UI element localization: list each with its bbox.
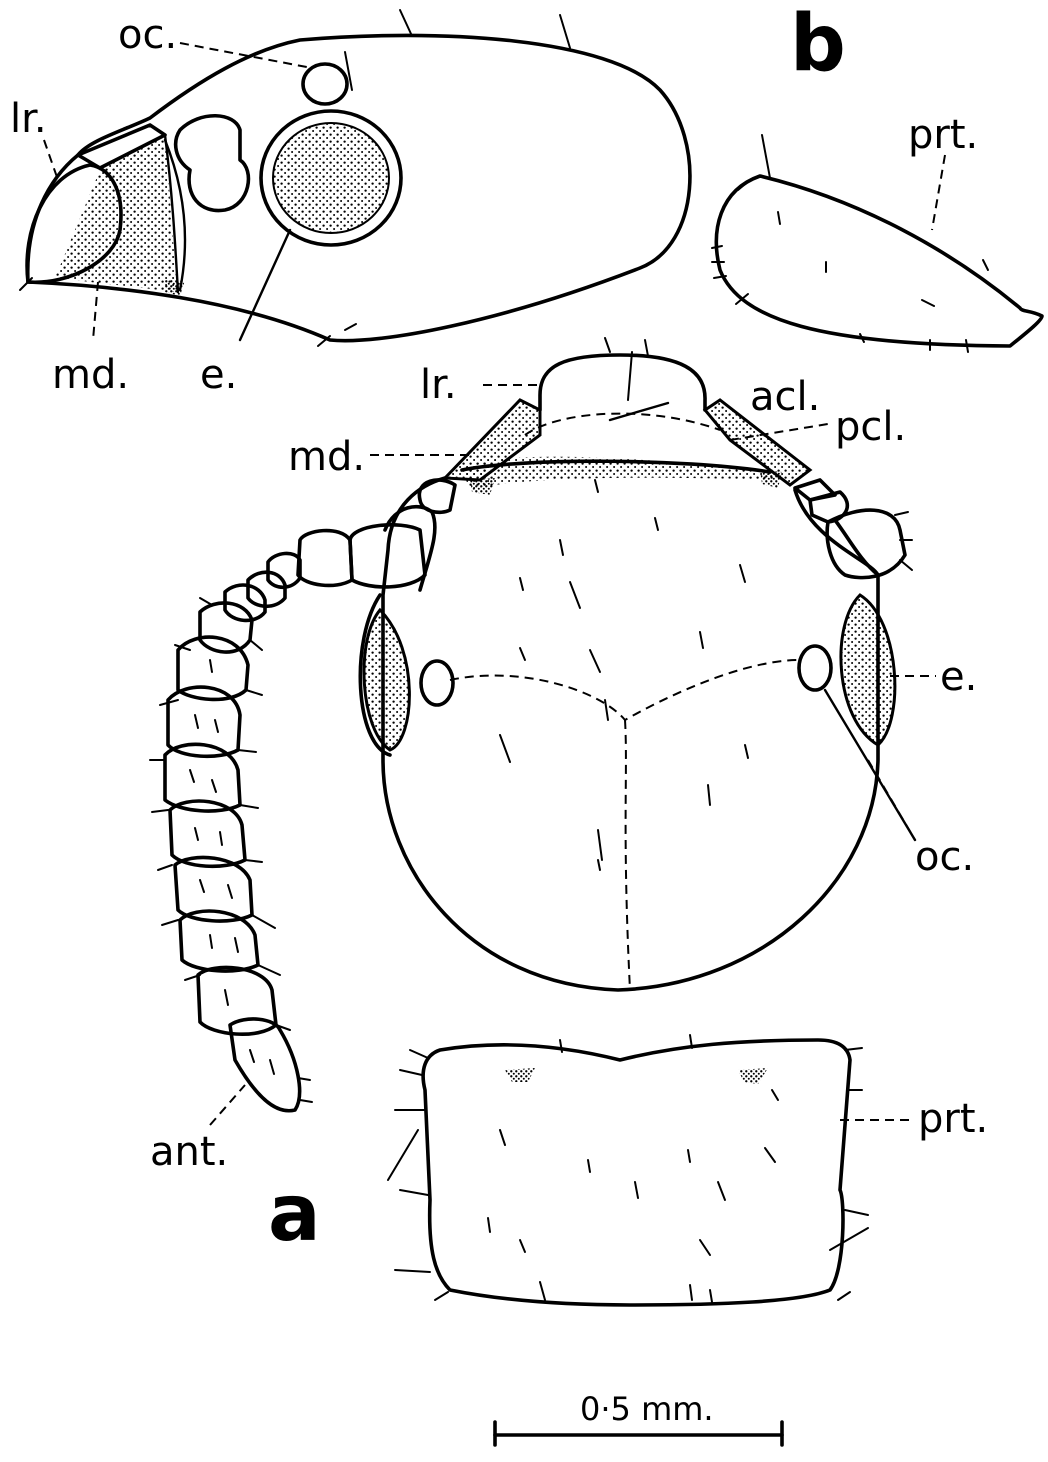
eye-right-dorsal — [841, 595, 895, 745]
panel-a-letter: a — [268, 1169, 321, 1259]
label-b-e: e. — [200, 352, 237, 398]
label-b-oc: oc. — [118, 12, 177, 58]
panel-b-letter: b — [790, 0, 846, 89]
antennal-socket-lateral — [176, 116, 249, 211]
scale-bar: 0·5 mm. — [495, 1390, 782, 1445]
label-b-prt: prt. — [908, 112, 978, 158]
ocellus-left-dorsal — [421, 661, 453, 705]
scale-bar-label: 0·5 mm. — [580, 1390, 714, 1428]
label-b-md: md. — [52, 352, 129, 398]
label-a-prt: prt. — [918, 1096, 988, 1142]
label-a-acl: acl. — [750, 374, 820, 420]
head-capsule-dorsal — [383, 478, 878, 990]
label-a-e: e. — [940, 654, 977, 700]
label-a-md: md. — [288, 434, 365, 480]
panel-b-pronotum-lateral — [712, 135, 1042, 352]
label-a-pcl: pcl. — [835, 404, 906, 450]
ocellus-right-dorsal — [799, 646, 831, 690]
panel-b-head-lateral — [20, 10, 690, 346]
ocellus-lateral — [303, 64, 347, 104]
label-b-lr: lr. — [10, 96, 47, 142]
panel-a-pronotum-dorsal — [388, 1035, 868, 1305]
panel-a-head-dorsal — [360, 338, 912, 990]
eye-lateral — [273, 123, 389, 233]
label-a-oc: oc. — [915, 834, 974, 880]
label-a-lr: lr. — [420, 362, 457, 408]
labrum-dorsal — [540, 355, 705, 410]
label-a-ant: ant. — [150, 1129, 228, 1175]
eye-left-dorsal — [364, 610, 409, 750]
